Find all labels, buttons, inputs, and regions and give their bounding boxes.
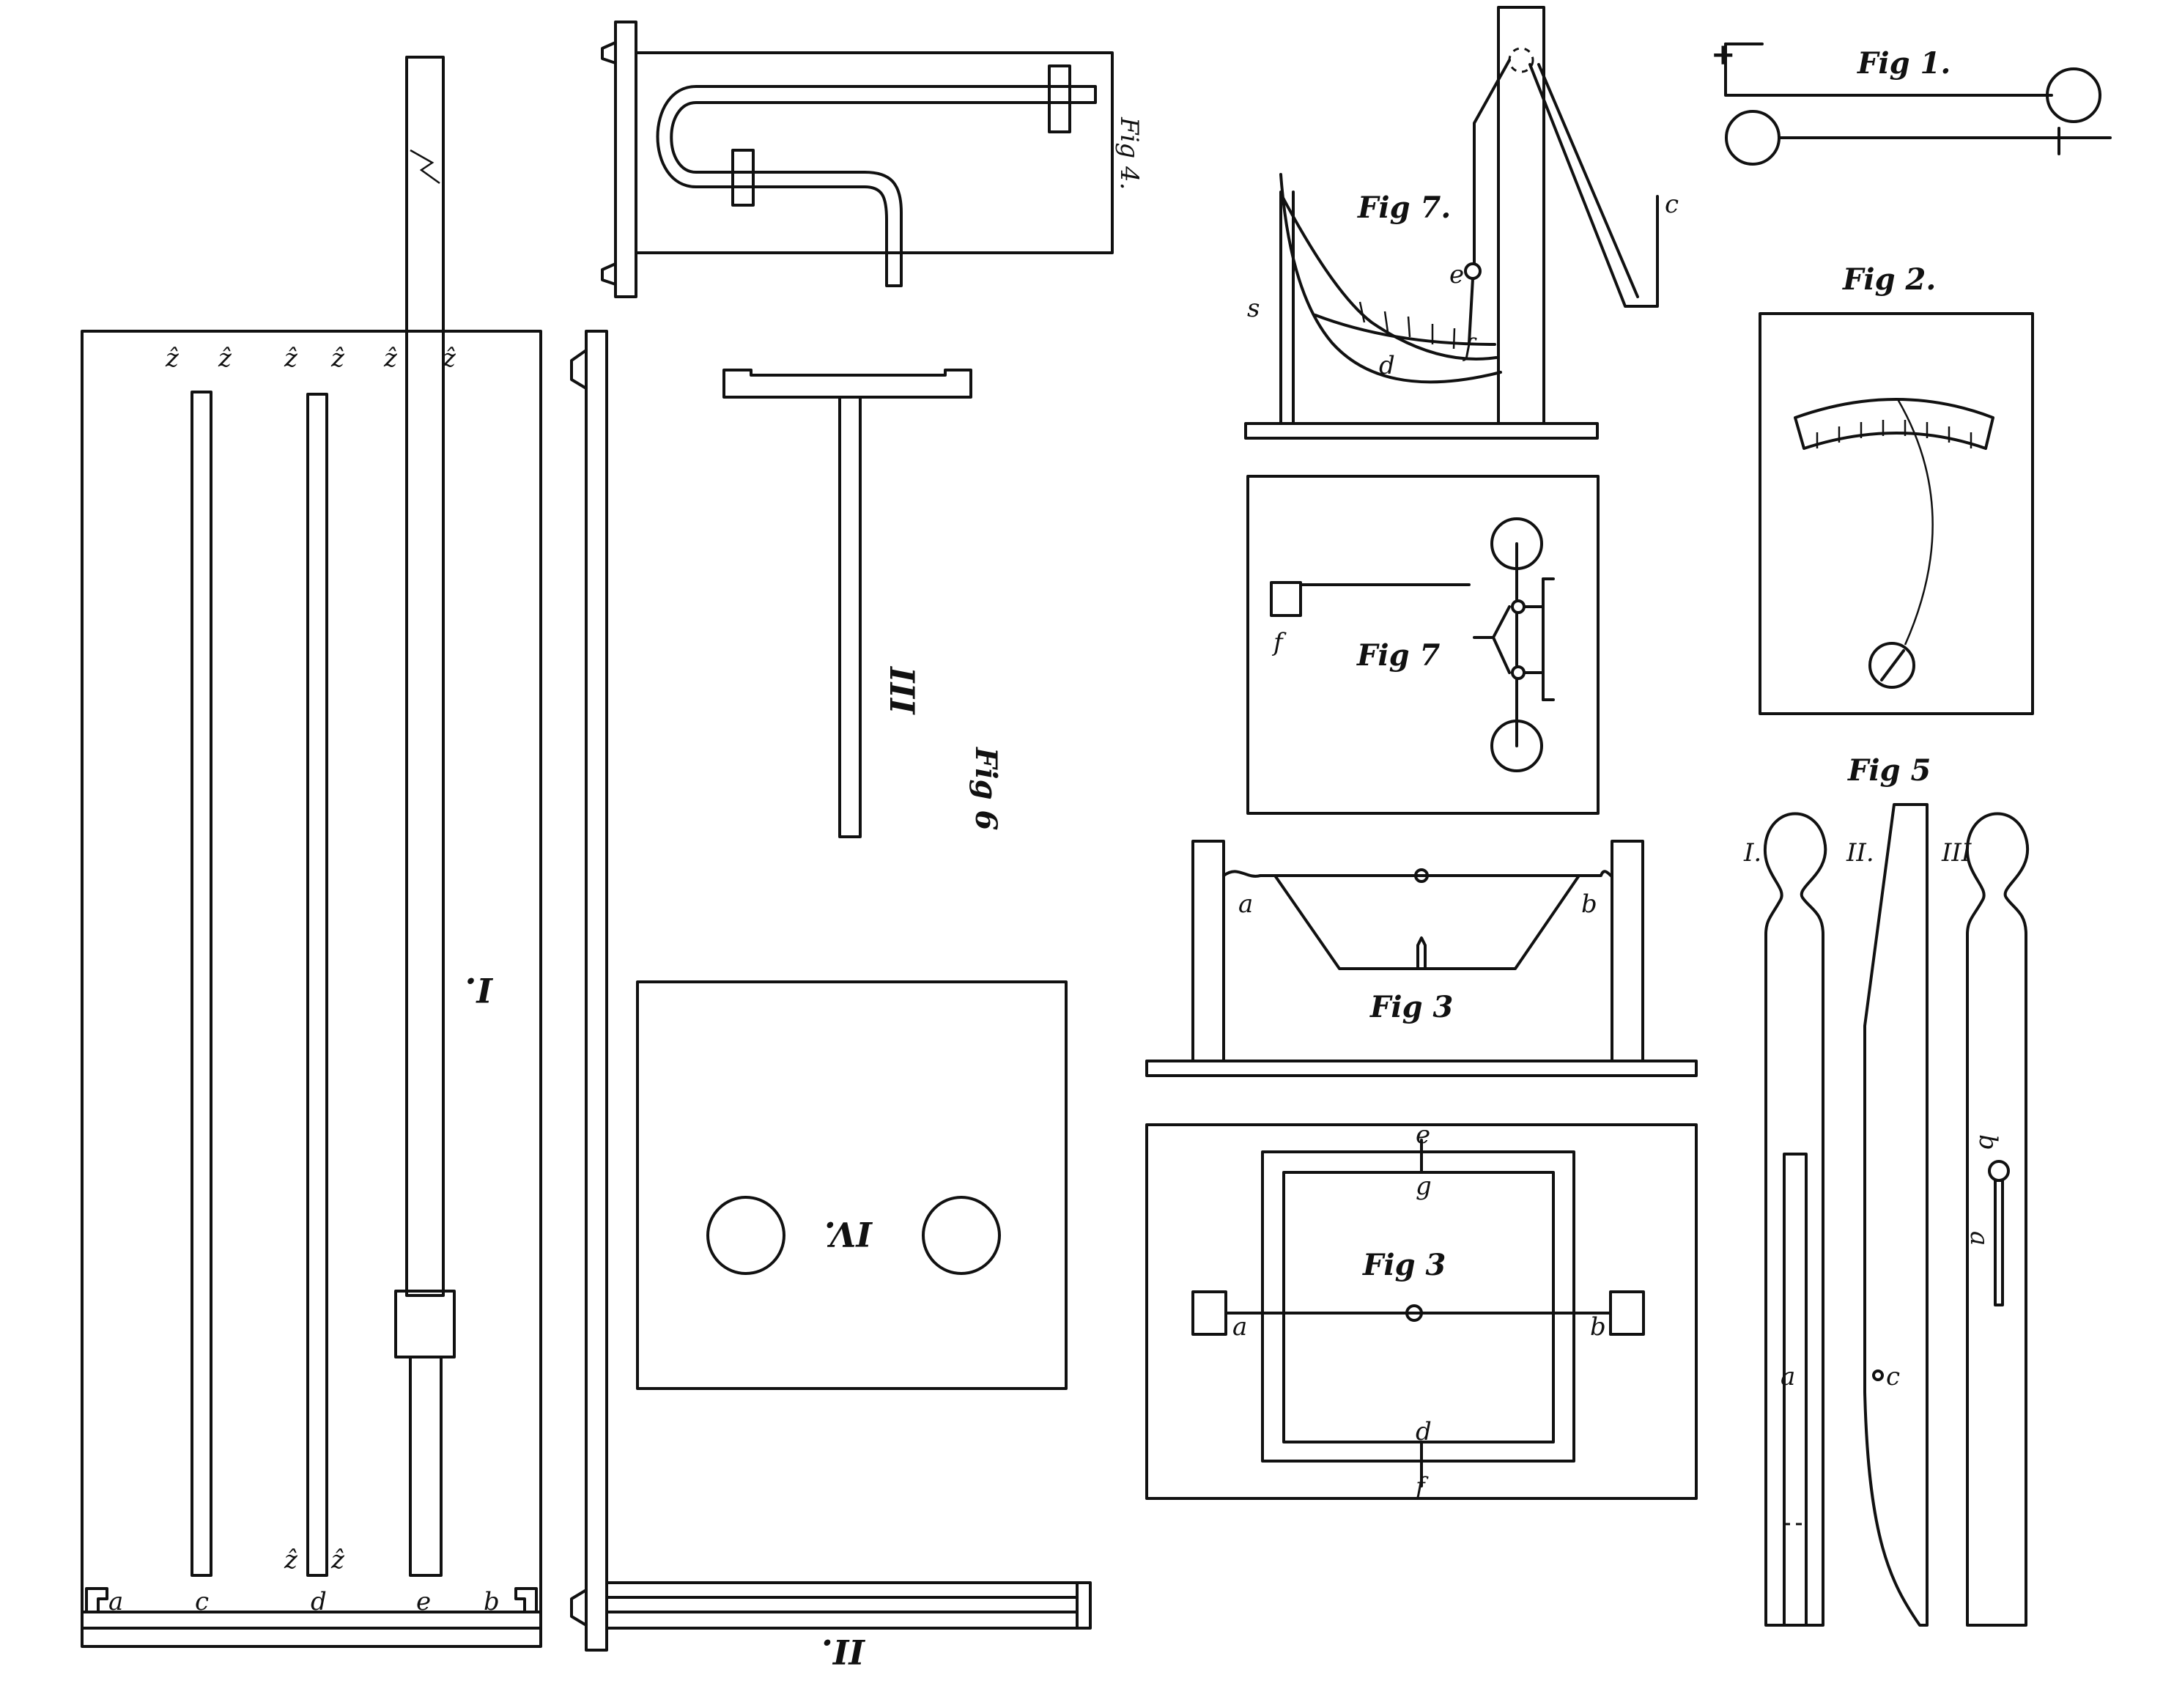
fig-3-elevation: a b Fig 3 [1145,840,1698,1077]
fig-3-plan-label-a: a [1232,1312,1247,1342]
fig-1-circuit: Fig 1. + [1711,37,2112,166]
fig-7-plan-title: Fig 7 [1356,638,1440,673]
svg-text:ẑ: ẑ [442,344,456,373]
svg-text:ẑ: ẑ [218,344,232,373]
fig-3-label-a: a [1238,890,1253,919]
label-e: e [416,1587,431,1616]
panel-iv-numeral: IV. [824,1214,873,1254]
fig-4-title: Fig 4. [1114,117,1144,190]
svg-text:ẑ: ẑ [330,1545,345,1575]
fig-7-label-d: d [1379,351,1395,380]
fig-5-strip-ii-label: II. [1846,838,1874,868]
fig-5-strips: Fig 5 I. a II. c III b a [1743,753,2030,1627]
fig-7-plan-view: f Fig 7 [1246,475,1600,815]
fig-1-title: Fig 1. [1857,46,1951,81]
label-c: c [195,1587,209,1616]
fig-6-t-piece: III Fig 6 [722,369,1003,838]
fig-5-strip-iii-label-b: b [1973,1134,2003,1150]
label-b: b [484,1587,500,1616]
fig-5-strip-i-label-a: a [1781,1362,1795,1391]
terminal-marks: ẑ ẑ ẑ ẑ ẑ ẑ ẑ ẑ [165,344,456,1575]
fig-3-plan-label-b: b [1590,1312,1606,1342]
fig-5-title: Fig 5 [1847,753,1931,788]
fig-3-plan: e g a b d f Fig 3 [1145,1120,1698,1501]
panel-iii-numeral: III [882,665,922,715]
fig-5-strip-i-label: I. [1743,838,1761,868]
panel-ii-strip: II. [570,330,1092,1671]
label-d: d [311,1587,327,1616]
fig-3-label-b: b [1581,890,1597,919]
fig-2-dial: Fig 2. [1759,262,2034,715]
panel-i-board: ẑ ẑ ẑ ẑ ẑ ẑ ẑ ẑ a c d e b I. [81,56,542,1648]
fig-3-elevation-title: Fig 3 [1369,990,1453,1024]
svg-text:ẑ: ẑ [383,344,398,373]
svg-text:ẑ: ẑ [284,1545,298,1575]
fig-7-plan-label-f: f [1271,628,1287,657]
fig-7-label-e: e [1449,260,1464,289]
fig-3-plan-label-d: d [1416,1417,1432,1446]
svg-text:ẑ: ẑ [284,344,298,373]
fig-4-u-tube: Fig 4. [601,21,1144,298]
svg-text:ẑ: ẑ [165,344,180,373]
fig-3-plan-label-g: g [1416,1172,1432,1201]
panel-ii-numeral: II. [821,1632,866,1671]
svg-text:ẑ: ẑ [330,344,345,373]
fig-7-side-title: Fig 7. [1357,191,1451,225]
fig-5-strip-iii-label-a: a [1964,1231,1994,1246]
panel-i-numeral: I. [465,970,494,1010]
fig-7-side-view: Fig 7. s e d f c [1244,6,1679,440]
fig-6-title: Fig 6 [969,747,1003,830]
fig-3-plan-label-e: e [1416,1120,1430,1150]
fig-5-strip-ii-label-c: c [1886,1362,1900,1391]
fig-3-plan-title: Fig 3 [1362,1248,1446,1282]
label-a: a [108,1587,123,1616]
fig-2-title: Fig 2. [1842,262,1936,297]
fig-5-strip-iii-label: III [1941,838,1972,868]
panel-iv-board: IV. [636,980,1068,1390]
fig-7-label-s: s [1247,294,1260,323]
fig-7-label-c: c [1665,190,1679,219]
